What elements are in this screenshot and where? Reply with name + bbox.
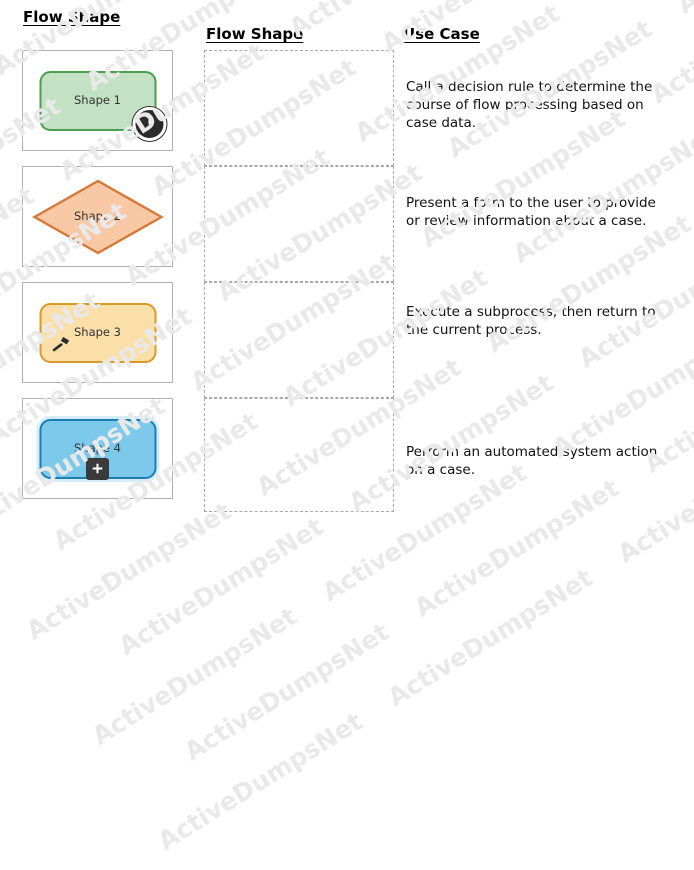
- watermark-text: ActiveDumpsNet: [152, 706, 368, 856]
- use-case-text-2: Present a form to the user to provide or…: [406, 195, 656, 229]
- shape-2-label: Shape 2: [74, 208, 121, 223]
- plus-icon: [86, 457, 109, 480]
- shape-1-label: Shape 1: [74, 92, 121, 107]
- hammer-icon: [49, 335, 71, 357]
- watermark-text: ActiveDumpsNet: [87, 601, 302, 751]
- watermark-text: ActiveDumpsNet: [21, 496, 237, 646]
- shape-4-label: Shape 4: [74, 440, 121, 455]
- column-header-flow-shape-middle: Flow Shape: [206, 25, 304, 43]
- drop-zone-3[interactable]: [204, 282, 394, 398]
- watermark-text: ActiveDumpsNet: [382, 563, 598, 713]
- shape-2-wrapper[interactable]: Shape 2: [31, 178, 164, 256]
- clock-icon: [132, 106, 166, 141]
- flow-shape-1[interactable]: Shape 1: [39, 70, 166, 141]
- shape-cell-3: Shape 3: [22, 282, 173, 383]
- shape-3-label: Shape 3: [74, 324, 121, 339]
- watermark-text: ActiveDumpsNet: [179, 617, 395, 767]
- column-header-use-case: Use Case: [403, 25, 480, 43]
- shape-cell-4: Shape 4: [22, 398, 173, 499]
- column-header-flow-shape-left: Flow Shape: [23, 8, 121, 26]
- flow-shape-2[interactable]: Shape 2: [31, 178, 164, 256]
- shape-cell-2: Shape 2: [22, 166, 173, 267]
- flow-shape-4[interactable]: Shape 4: [39, 418, 156, 480]
- drop-zone-2[interactable]: [204, 166, 394, 282]
- shape-4-wrapper[interactable]: Shape 4: [39, 418, 156, 480]
- shape-3-wrapper[interactable]: Shape 3: [39, 302, 156, 363]
- question-canvas: Flow Shape Flow Shape Use Case Shape 1: [22, 8, 658, 512]
- shape-cell-1: Shape 1: [22, 50, 173, 151]
- shape-1-wrapper[interactable]: Shape 1: [39, 70, 166, 141]
- drop-zone-4[interactable]: [204, 398, 394, 512]
- use-case-text-4: Perform an automated system action on a …: [406, 444, 658, 478]
- diamond-icon: [31, 179, 164, 254]
- use-case-text-1: Call a decision rule to determine the co…: [406, 79, 653, 131]
- use-case-text-3: Execute a subprocess, then return to the…: [406, 304, 656, 338]
- watermark-text: ActiveDumpsNet: [113, 511, 329, 662]
- drop-zone-1[interactable]: [204, 50, 394, 166]
- flow-shape-3[interactable]: Shape 3: [39, 302, 156, 363]
